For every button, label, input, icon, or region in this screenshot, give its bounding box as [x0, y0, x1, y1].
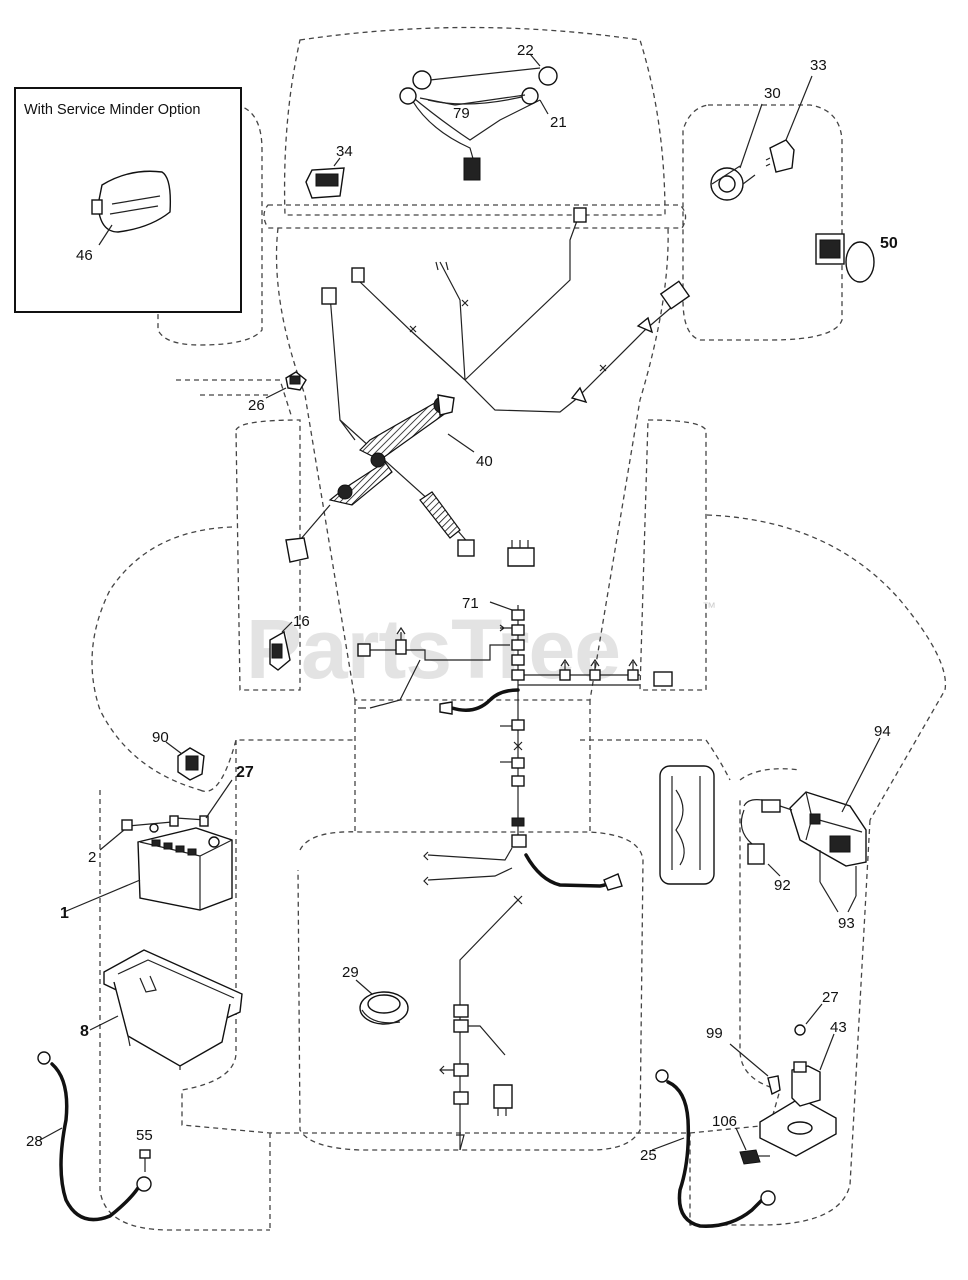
- part-label-27-solenoid: 27: [822, 989, 839, 1006]
- part-label-30: 30: [764, 85, 781, 102]
- part-label-106: 106: [712, 1113, 737, 1130]
- part-label-16: 16: [293, 613, 310, 630]
- part-label-2: 2: [88, 849, 96, 866]
- part-label-40: 40: [476, 453, 493, 470]
- svg-text:PartsTree: PartsTree: [246, 602, 620, 696]
- part-label-22: 22: [517, 42, 534, 59]
- part-30-ignition: [710, 165, 756, 201]
- chassis-outline: [91, 26, 947, 1231]
- part-40-conduit: [285, 287, 535, 567]
- part-label-21: 21: [550, 114, 567, 131]
- part-label-92: 92: [774, 877, 791, 894]
- part-label-28: 28: [26, 1133, 43, 1150]
- part-33-switch: [765, 139, 795, 173]
- lower-center-harness: [423, 834, 623, 1151]
- part-90-diode: [177, 747, 205, 781]
- part-label-26: 26: [248, 397, 265, 414]
- part-label-50: 50: [880, 235, 898, 252]
- part-label-71: 71: [462, 595, 479, 612]
- part-label-94: 94: [874, 723, 891, 740]
- part-16-switch: [269, 630, 291, 671]
- svg-text:With Service Minder Option: With Service Minder Option: [24, 102, 200, 118]
- part-label-90: 90: [152, 729, 169, 746]
- part-label-34: 34: [336, 143, 353, 160]
- part-26-relay: [285, 371, 307, 391]
- part-label-79: 79: [453, 105, 470, 122]
- part-label-27-battery: 27: [236, 764, 254, 781]
- part-label-55: 55: [136, 1127, 153, 1144]
- service-minder-module: [91, 170, 172, 233]
- service-minder-inset: With Service Minder Option 46: [14, 87, 242, 313]
- part-label-25: 25: [640, 1147, 657, 1164]
- clip-106: [739, 1149, 770, 1165]
- battery-cable-28: [37, 1051, 152, 1222]
- battery-cable-25: [655, 1069, 776, 1228]
- main-harness-upper: [351, 207, 691, 413]
- battery-tray: [103, 949, 243, 1070]
- starter-solenoid: [759, 1024, 837, 1157]
- headlight-harness: [399, 53, 558, 181]
- part-label-46: 46: [76, 247, 93, 264]
- brake-pedal-plate: [659, 765, 715, 885]
- part-29-coil: [359, 991, 409, 1025]
- part-71-harness: [357, 605, 673, 845]
- seat-switch-assembly: [740, 791, 867, 896]
- battery: [121, 815, 233, 911]
- part-34-switch: [305, 167, 345, 199]
- part-label-99: 99: [706, 1025, 723, 1042]
- part-label-33: 33: [810, 57, 827, 74]
- part-label-43: 43: [830, 1019, 847, 1036]
- part-label-29: 29: [342, 964, 359, 981]
- bolt-55: [139, 1149, 151, 1172]
- watermark: PartsTree ™: [246, 599, 716, 696]
- part-label-93: 93: [838, 915, 855, 932]
- svg-text:™: ™: [702, 599, 716, 615]
- part-label-8: 8: [80, 1023, 89, 1040]
- part-label-1: 1: [60, 905, 69, 922]
- part-50-pto-knob: [815, 233, 875, 283]
